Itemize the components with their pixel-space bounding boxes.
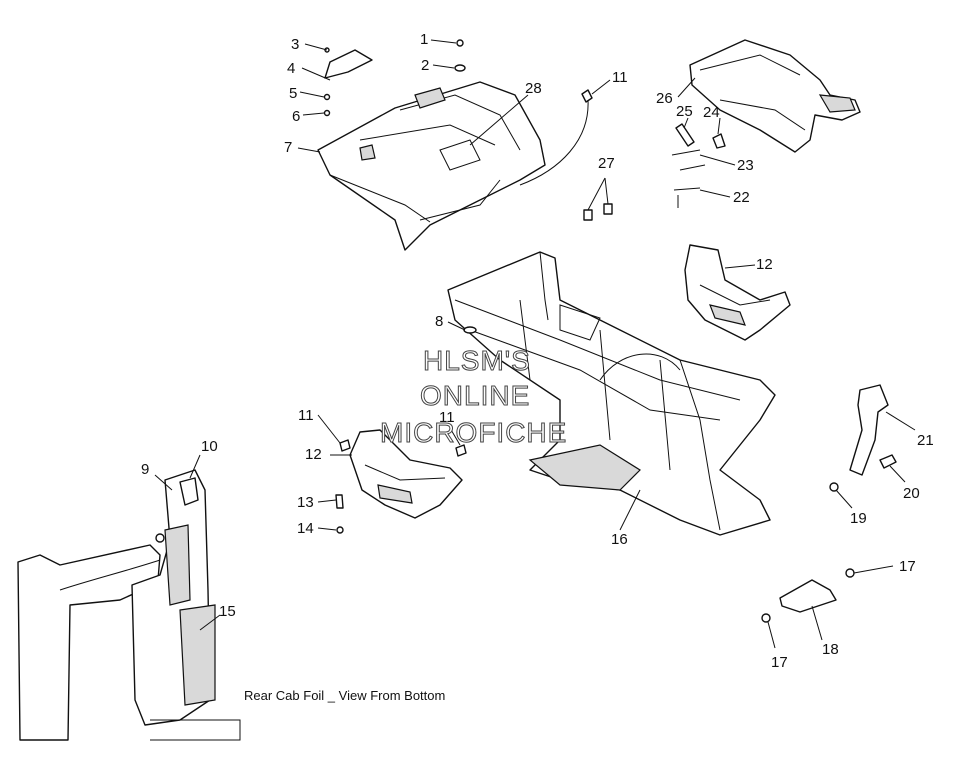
rear-fender-part [317,81,546,251]
bolt-20 [879,454,897,469]
footwell-left-part [349,429,463,519]
view-caption: Rear Cab Foil _ View From Bottom [244,688,445,703]
fastener-5 [323,93,331,101]
callout-13: 13 [297,494,314,511]
callouts: 1 2 3 4 5 6 7 28 11 26 25 24 23 27 22 12… [141,31,934,671]
callout-17-bottom: 17 [771,654,788,671]
clip-11-top [581,89,593,103]
callout-1: 1 [420,31,428,48]
fastener-8 [463,326,477,334]
callout-28: 28 [525,80,542,97]
bracket-18-part [779,579,837,613]
fastener-6 [323,109,331,117]
callout-27: 27 [598,155,615,172]
callout-12-left: 12 [305,446,322,463]
bracket-21-part [849,384,889,476]
callout-10: 10 [201,438,218,455]
callout-25: 25 [676,103,693,120]
fastener-17-bottom [761,613,771,623]
callout-16: 16 [611,531,628,548]
clip-13 [335,494,344,509]
callout-23: 23 [737,157,754,174]
fastener-27b [603,203,613,215]
callout-18: 18 [822,641,839,658]
callout-24: 24 [703,104,720,121]
leader-lines [154,39,916,649]
callout-9: 9 [141,461,149,478]
fastener-27a [583,209,593,221]
callout-11-mid: 11 [439,409,455,426]
callout-15: 15 [219,603,236,620]
callout-22: 22 [733,189,750,206]
seat-part [689,39,861,153]
callout-14: 14 [297,520,314,537]
watermark-line-3: MICROFICHE [380,417,567,448]
callout-3: 3 [291,36,299,53]
callout-4: 4 [287,60,295,77]
watermark: HLSM'S ONLINE MICROFICHE [380,345,567,449]
rear-cab-foil-part [17,469,241,741]
fastener-14 [336,526,344,534]
callout-11-left: 11 [298,407,314,424]
callout-20: 20 [903,485,920,502]
callout-7: 7 [284,139,292,156]
callout-11-top: 11 [612,69,628,86]
latch-24 [712,133,726,149]
callout-21: 21 [917,432,934,449]
fastener-1 [456,39,464,47]
callout-12-right: 12 [756,256,773,273]
callout-8: 8 [435,313,443,330]
latch-25 [675,123,695,147]
nut-19 [829,482,839,492]
washer-2 [454,64,466,72]
main-frame-part [447,251,776,536]
watermark-line-1: HLSM'S [423,345,531,376]
footwell-right-part [684,244,791,341]
callout-6: 6 [292,108,300,125]
watermark-line-2: ONLINE [420,380,530,411]
fastener-17-top [845,568,855,578]
rack-bracket-part [324,49,373,79]
callout-5: 5 [289,85,297,102]
callout-2: 2 [421,57,429,74]
callout-26: 26 [656,90,673,107]
clip-11-left [339,439,351,452]
callout-17-top: 17 [899,558,916,575]
callout-19: 19 [850,510,867,527]
clip-11-mid [455,444,467,457]
